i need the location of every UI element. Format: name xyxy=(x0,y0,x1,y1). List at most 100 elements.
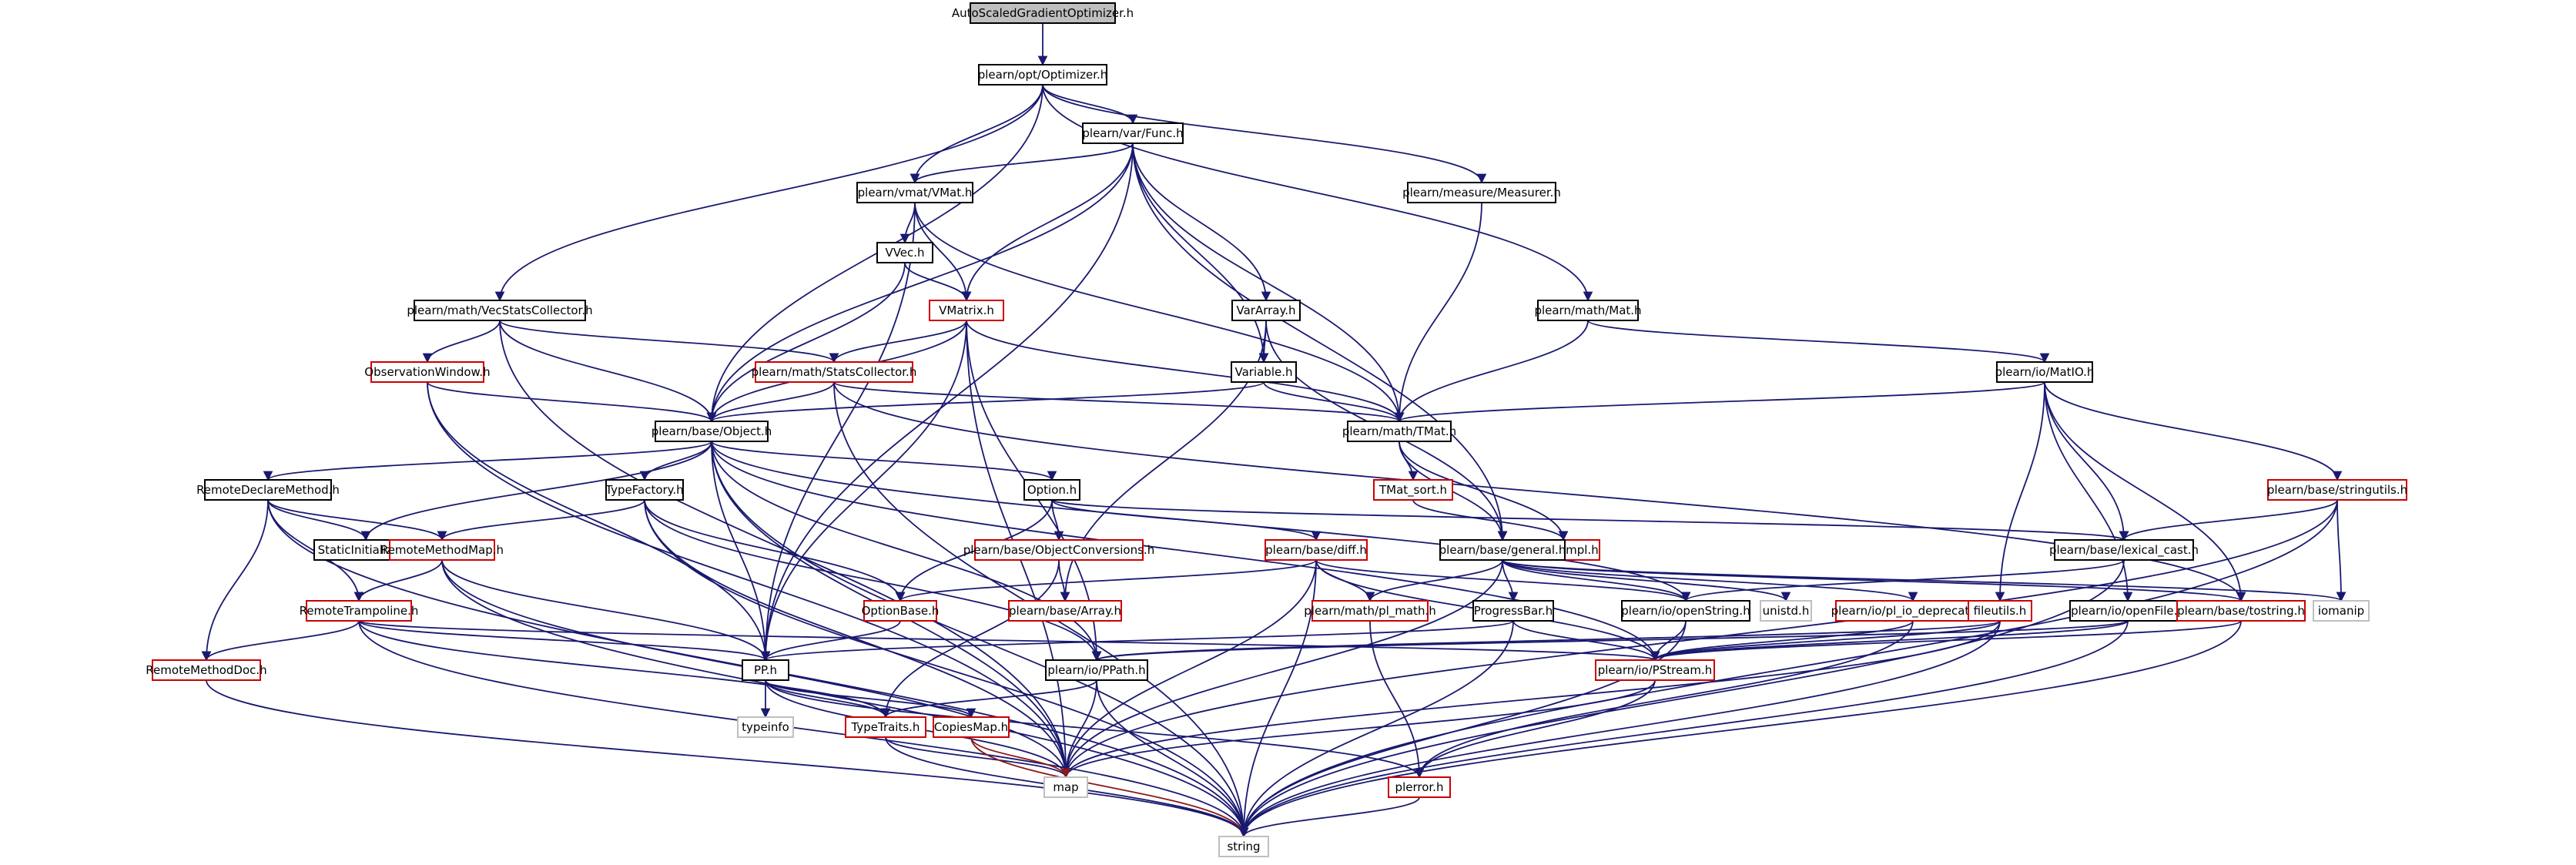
node-remotedecl[interactable]: RemoteDeclareMethod.h xyxy=(196,479,340,501)
node-varfunc[interactable]: plearn/var/Func.h xyxy=(1082,122,1184,144)
edge-line xyxy=(1365,559,1503,602)
edge-object-to-pstream xyxy=(711,441,1660,662)
node-box xyxy=(1472,600,1554,622)
node-box xyxy=(1760,600,1812,622)
node-matio[interactable]: plearn/io/MatIO.h xyxy=(1995,361,2095,383)
node-box xyxy=(1347,421,1452,442)
node-diff[interactable]: plearn/base/diff.h xyxy=(1265,539,1368,561)
node-array[interactable]: plearn/base/Array.h xyxy=(1008,600,1122,622)
node-obswin[interactable]: ObservationWindow.h xyxy=(364,361,491,383)
node-remotemethodmap[interactable]: RemoteMethodMap.h xyxy=(380,539,504,561)
node-remotetramp[interactable]: RemoteTrampoline.h xyxy=(300,600,419,622)
node-object[interactable]: plearn/base/Object.h xyxy=(652,421,772,442)
node-label: iomanip xyxy=(2318,604,2364,618)
edge-general-to-iomanip xyxy=(1502,559,2346,602)
node-tmat[interactable]: plearn/math/TMat.h xyxy=(1342,421,1456,442)
node-pstream[interactable]: plearn/io/PStream.h xyxy=(1595,659,1715,681)
node-box xyxy=(655,421,769,442)
edge-line xyxy=(1399,441,1569,541)
edge-line xyxy=(1680,559,2125,602)
edge-matio-to-openfile xyxy=(2044,381,2133,602)
edge-general-to-openstring xyxy=(1502,559,1691,602)
edge-line xyxy=(1263,381,1405,423)
node-string: string xyxy=(1218,836,1269,857)
node-lexcast[interactable]: plearn/base/lexical_cast.h xyxy=(2049,539,2199,561)
edge-line xyxy=(765,679,1425,779)
node-optimizer[interactable]: plearn/opt/Optimizer.h xyxy=(978,64,1108,85)
node-fileutils[interactable]: fileutils.h xyxy=(1968,600,2032,622)
edge-matio-to-lexcast xyxy=(2044,381,2129,541)
node-pliodep[interactable]: plearn/io/pl_io_deprecated.h xyxy=(1831,600,1995,622)
node-box xyxy=(1537,300,1639,321)
edge-general-to-plmath xyxy=(1365,559,1503,602)
node-option[interactable]: Option.h xyxy=(1023,479,1080,501)
node-plmath[interactable]: plearn/math/pl_math.h xyxy=(1304,600,1436,622)
node-typetraits[interactable]: TypeTraits.h xyxy=(845,716,926,738)
node-tostring[interactable]: plearn/base/tostring.h xyxy=(2176,600,2306,622)
node-label: TMat_sort.h xyxy=(1378,483,1447,498)
node-label: plearn/io/PPath.h xyxy=(1047,663,1145,677)
node-iomanip: iomanip xyxy=(2313,600,2370,622)
node-copiesmap[interactable]: CopiesMap.h xyxy=(933,716,1010,738)
edge-progressbar-to-string xyxy=(1238,620,1514,838)
node-statscoll[interactable]: plearn/math/StatsCollector.h xyxy=(752,361,917,383)
edge-copiesmap-to-string xyxy=(970,736,1249,838)
node-box xyxy=(1218,836,1269,857)
node-tmatsort[interactable]: TMat_sort.h xyxy=(1373,479,1453,501)
edge-object-to-ppath xyxy=(711,441,1102,662)
edge-vmatrix-to-tmat xyxy=(966,320,1405,423)
node-label: fileutils.h xyxy=(1974,604,2027,618)
edge-objconv-to-array xyxy=(1058,559,1070,602)
edge-line xyxy=(1060,679,1656,779)
node-label: plearn/io/openFile.h xyxy=(2071,604,2185,618)
edge-vecstats-to-obswin xyxy=(422,320,501,364)
edge-line xyxy=(829,320,967,364)
node-optionbase[interactable]: OptionBase.h xyxy=(862,600,940,622)
edge-line xyxy=(1395,381,2045,423)
node-box xyxy=(737,716,794,738)
edge-varfunc-to-tmat xyxy=(1132,142,1405,423)
node-pp[interactable]: PP.h xyxy=(742,659,789,681)
edge-typetraits-to-map xyxy=(885,736,1071,779)
edge-pstream-to-map xyxy=(1060,679,1656,779)
node-measurer[interactable]: plearn/measure/Measurer.h xyxy=(1402,182,1561,203)
node-vecstats[interactable]: plearn/math/VecStatsCollector.h xyxy=(407,300,593,321)
node-mat[interactable]: plearn/math/Mat.h xyxy=(1534,300,1642,321)
node-vvec[interactable]: VVec.h xyxy=(876,242,933,263)
edge-stringutils-to-string xyxy=(1238,499,2338,838)
edge-remotetramp-to-typetraits xyxy=(358,620,891,719)
node-openstring[interactable]: plearn/io/openString.h xyxy=(1621,600,1750,622)
node-vararray[interactable]: VarArray.h xyxy=(1231,300,1301,321)
edge-vmatrix-to-statscoll xyxy=(829,320,967,364)
node-openfile[interactable]: plearn/io/openFile.h xyxy=(2069,600,2186,622)
node-stringutils[interactable]: plearn/base/stringutils.h xyxy=(2267,479,2407,501)
node-remotemethoddoc[interactable]: RemoteMethodDoc.h xyxy=(146,659,267,681)
edge-line xyxy=(1060,620,2001,779)
edge-line xyxy=(707,381,1265,423)
node-box xyxy=(929,300,1004,321)
edge-openfile-to-ppath xyxy=(1092,620,2129,662)
node-root[interactable]: AutoScaledGradientOptimizer.h xyxy=(952,2,1134,24)
node-general[interactable]: plearn/base/general.h xyxy=(1439,539,1566,561)
edge-statscoll-to-object xyxy=(706,381,835,423)
node-vmatrix[interactable]: VMatrix.h xyxy=(929,300,1004,321)
edge-tostring-to-string xyxy=(1238,620,2242,838)
node-label: unistd.h xyxy=(1763,604,1810,618)
node-plerror[interactable]: plerror.h xyxy=(1388,776,1451,798)
edge-vvec-to-vmatrix xyxy=(904,262,972,302)
node-progressbar[interactable]: ProgressBar.h xyxy=(1472,600,1554,622)
node-objconv[interactable]: plearn/base/ObjectConversions.h xyxy=(963,539,1154,561)
edge-pliodep-to-plerror xyxy=(1414,620,1914,779)
edge-remotemethoddoc-to-string xyxy=(206,679,1249,838)
node-box xyxy=(1439,539,1566,561)
edge-diff-to-map xyxy=(1060,559,1317,779)
edge-vmatrix-to-pp xyxy=(760,320,967,662)
edge-varfunc-to-variable xyxy=(1132,142,1269,364)
node-typefactory[interactable]: TypeFactory.h xyxy=(605,479,684,501)
node-ppath[interactable]: plearn/io/PPath.h xyxy=(1045,659,1148,681)
node-label: OptionBase.h xyxy=(862,604,940,618)
node-vmat[interactable]: plearn/vmat/VMat.h xyxy=(856,182,973,203)
edge-line xyxy=(1060,559,1503,779)
node-variable[interactable]: Variable.h xyxy=(1231,361,1297,383)
node-label: plearn/math/VecStatsCollector.h xyxy=(407,303,592,317)
